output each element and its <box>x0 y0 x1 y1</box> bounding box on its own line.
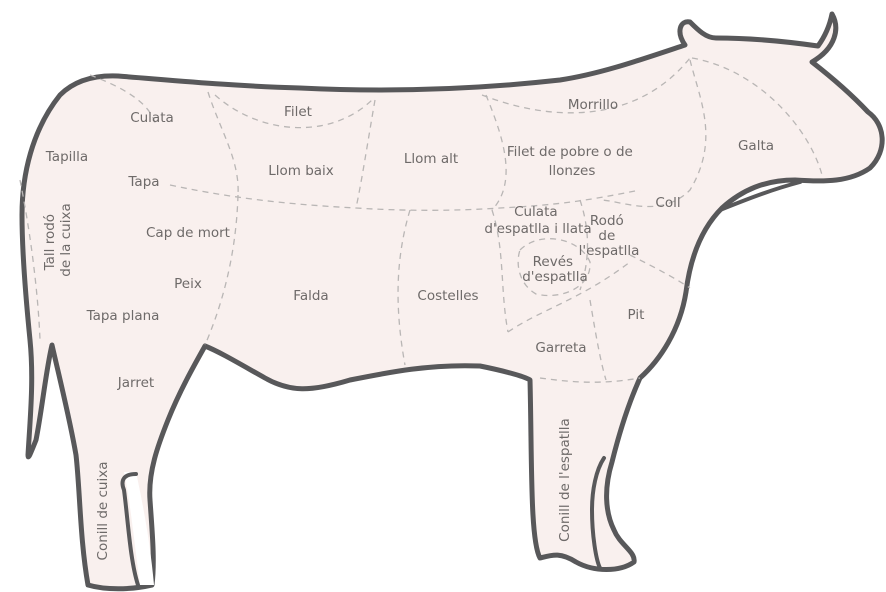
label-tapa: Tapa <box>127 174 159 190</box>
label-galta: Galta <box>738 138 774 154</box>
label-pit: Pit <box>628 307 645 323</box>
label-conill-cuixa: Conill de cuixa <box>95 462 111 561</box>
label-peix: Peix <box>174 276 202 292</box>
label-cap-de-mort: Cap de mort <box>146 225 230 241</box>
label-tall-rodo-cuixa: Tall rodó de la cuixa <box>42 203 74 276</box>
label-falda: Falda <box>293 288 328 304</box>
label-morrillo: Morrillo <box>568 97 618 113</box>
label-costelles: Costelles <box>417 288 478 304</box>
label-filet: Filet <box>284 104 312 120</box>
label-tapa-plana: Tapa plana <box>86 308 160 324</box>
label-garreta: Garreta <box>535 340 586 356</box>
label-jarret: Jarret <box>117 375 154 391</box>
label-culata: Culata <box>130 110 174 126</box>
label-conill-espatlla: Conill de l'espatlla <box>557 418 573 542</box>
label-coll: Coll <box>655 195 680 211</box>
label-tapilla: Tapilla <box>45 149 88 165</box>
label-llom-alt: Llom alt <box>404 151 458 167</box>
label-llom-baix: Llom baix <box>268 163 334 179</box>
